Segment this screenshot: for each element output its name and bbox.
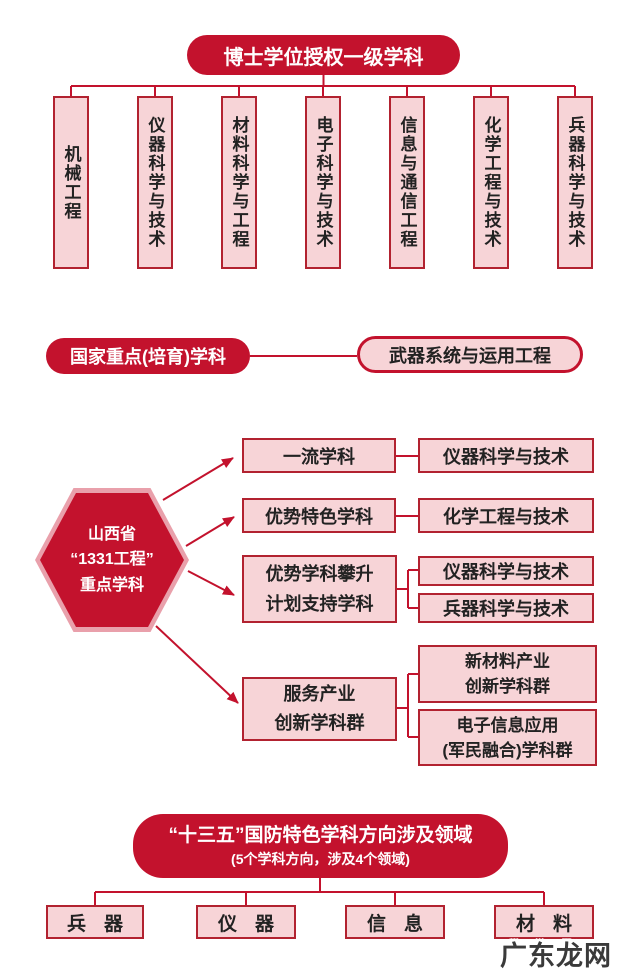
row3-target1-box: 仪器科学与技术 <box>418 556 594 586</box>
row3-target2-box: 兵器科学与技术 <box>418 593 594 623</box>
national-key-label-box: 国家重点(培育)学科 <box>46 338 250 374</box>
thirteenth-five-subtitle: (5个学科方向，涉及4个领域) <box>231 851 410 867</box>
row4-target1-line1: 新材料产业 <box>465 652 550 671</box>
thirteenth-five-title-box: “十三五”国防特色学科方向涉及领域 (5个学科方向，涉及4个领域) <box>133 814 508 878</box>
field-box-weapons: 兵器 <box>46 905 144 939</box>
field-box-instrument: 仪器 <box>196 905 296 939</box>
discipline-column-weapons: 兵器科学与技术 <box>557 96 593 269</box>
hexagon-1331: 山西省 “1331工程” 重点学科 <box>35 488 189 632</box>
discipline-column-chemical: 化学工程与技术 <box>473 96 509 269</box>
row1-target-box: 仪器科学与技术 <box>418 438 594 473</box>
doctoral-title-box: 博士学位授权一级学科 <box>187 35 460 75</box>
field-box-materials: 材料 <box>494 905 594 939</box>
hexagon-line1: 山西省 <box>87 525 136 543</box>
row4-category-line2: 创新学科群 <box>274 713 365 733</box>
row4-target1-line2: 创新学科群 <box>465 677 550 696</box>
discipline-column-electronics: 电子科学与技术 <box>305 96 341 269</box>
field-box-information: 信息 <box>345 905 445 939</box>
thirteenth-five-title: “十三五”国防特色学科方向涉及领域 <box>168 825 473 846</box>
row3-category-line2: 计划支持学科 <box>265 594 374 614</box>
national-key-target-box: 武器系统与运用工程 <box>357 336 583 373</box>
discipline-column-materials: 材料科学与工程 <box>221 96 257 269</box>
row1-category-box: 一流学科 <box>242 438 396 473</box>
row4-target1-box: 新材料产业 创新学科群 <box>418 645 597 703</box>
hexagon-line3: 重点学科 <box>79 576 144 594</box>
discipline-column-machinery: 机械工程 <box>53 96 89 269</box>
row3-category-line1: 优势学科攀升 <box>265 564 374 584</box>
row3-category-box: 优势学科攀升 计划支持学科 <box>242 555 397 623</box>
hexagon-1331-body: 山西省 “1331工程” 重点学科 <box>40 493 184 627</box>
watermark-logo: 广东龙网 <box>500 941 612 971</box>
field-label-weapons: 兵器 <box>66 913 141 935</box>
row2-category-box: 优势特色学科 <box>242 498 396 533</box>
discipline-column-information: 信息与通信工程 <box>389 96 425 269</box>
field-label-materials: 材料 <box>515 913 590 935</box>
row4-target2-line2: (军民融合)学科群 <box>442 740 573 760</box>
row4-category-box: 服务产业 创新学科群 <box>242 677 397 741</box>
hexagon-line2: “1331工程” <box>70 551 154 569</box>
field-label-instrument: 仪器 <box>217 913 292 935</box>
row4-category-line1: 服务产业 <box>283 684 356 704</box>
discipline-column-instrument: 仪器科学与技术 <box>137 96 173 269</box>
row4-target2-box: 电子信息应用 (军民融合)学科群 <box>418 709 597 766</box>
row2-target-box: 化学工程与技术 <box>418 498 594 533</box>
field-label-information: 信息 <box>366 913 441 935</box>
row4-target2-line1: 电子信息应用 <box>456 715 559 735</box>
